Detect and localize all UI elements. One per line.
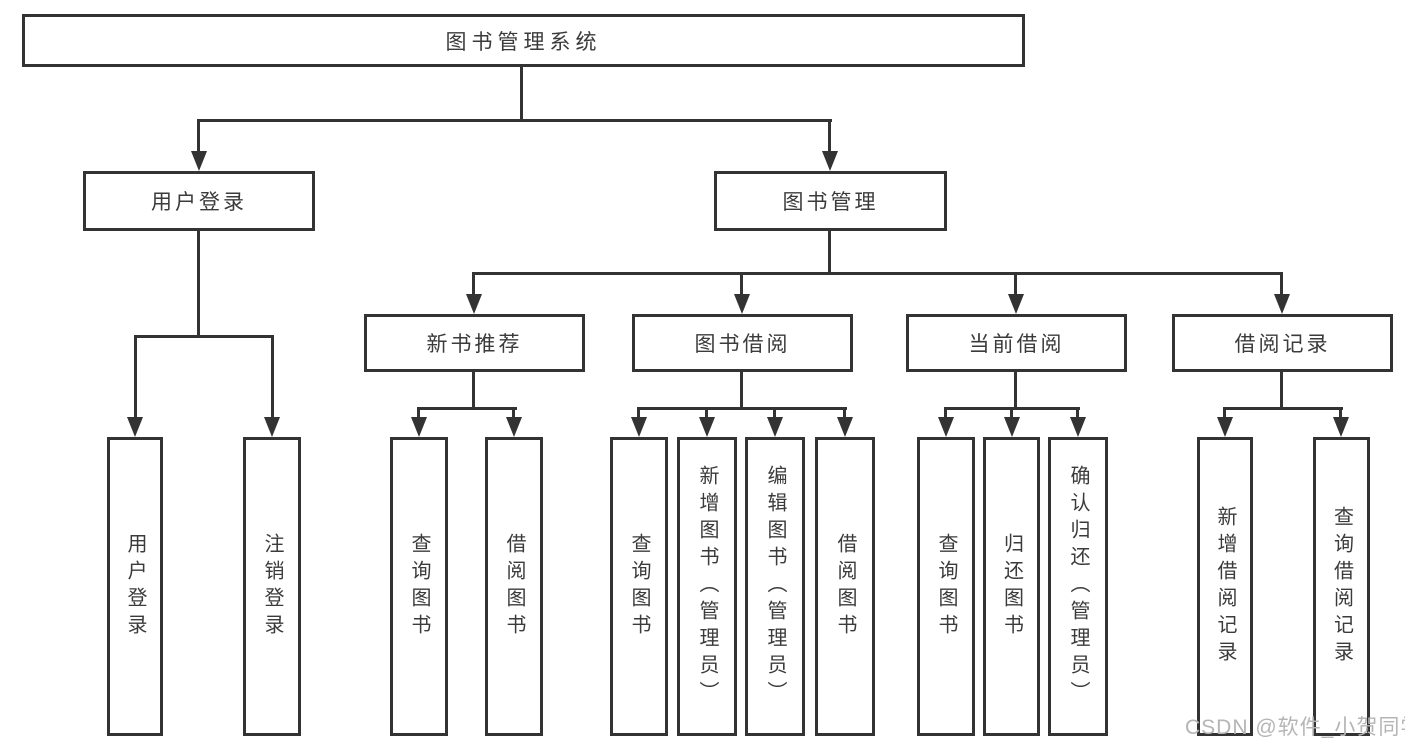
node-library-system-label: 图书管理系统: [445, 30, 602, 54]
arrow-down-icon: [466, 294, 482, 314]
leaf-borrow-books-recommend: 借阅图书: [485, 437, 543, 736]
connector-line: [1014, 372, 1017, 410]
node-library-system: 图书管理系统: [22, 14, 1025, 67]
node-user-login-label: 用户登录: [151, 191, 247, 214]
leaf-return-book-label: 归还图书: [1000, 532, 1023, 641]
connector-line: [472, 372, 475, 410]
leaf-add-borrow-record-label: 新增借阅记录: [1214, 505, 1236, 668]
leaf-user-login-label: 用户登录: [124, 532, 146, 641]
node-current-borrowing: 当前借阅: [906, 314, 1127, 372]
arrow-down-icon: [191, 151, 207, 171]
arrow-down-icon: [631, 417, 647, 437]
connector-line: [197, 231, 200, 338]
connector-line: [1280, 372, 1283, 410]
leaf-query-borrow-record-label: 查询借阅记录: [1330, 505, 1353, 668]
connector-line: [134, 335, 137, 419]
connector-line: [520, 67, 523, 122]
leaf-query-borrow-record: 查询借阅记录: [1313, 437, 1370, 736]
arrow-down-icon: [837, 417, 853, 437]
leaf-logout: 注销登录: [243, 437, 301, 736]
leaf-query-books-recommend-label: 查询图书: [408, 532, 430, 641]
arrow-down-icon: [734, 294, 750, 314]
connector-line: [1076, 407, 1079, 421]
connector-line: [828, 231, 831, 275]
node-book-management: 图书管理: [714, 171, 947, 231]
leaf-query-books-current-label: 查询图书: [935, 532, 957, 641]
leaf-query-books-current: 查询图书: [917, 437, 975, 736]
node-borrowing-records: 借阅记录: [1172, 314, 1393, 372]
leaf-confirm-return-admin: 确认归还（管理员）: [1048, 437, 1108, 736]
connector-line: [197, 119, 832, 122]
arrow-down-icon: [1070, 417, 1086, 437]
connector-line: [472, 272, 475, 298]
leaf-borrow-books-recommend-label: 借阅图书: [503, 532, 525, 641]
connector-line: [944, 407, 947, 421]
connector-line: [271, 335, 274, 419]
node-book-management-label: 图书管理: [782, 191, 879, 214]
connector-line: [512, 407, 515, 421]
node-user-login: 用户登录: [83, 171, 315, 231]
arrow-down-icon: [506, 417, 522, 437]
connector-line: [1014, 272, 1017, 298]
connector-line: [1339, 407, 1342, 421]
connector-line: [843, 407, 846, 421]
connector-line: [740, 272, 743, 298]
node-book-borrowing-label: 图书借阅: [694, 333, 791, 356]
connector-line: [740, 372, 743, 410]
connector-line: [705, 407, 708, 421]
connector-line: [1010, 407, 1013, 421]
connector-line: [197, 119, 200, 153]
connector-line: [134, 335, 274, 338]
connector-line: [417, 407, 420, 421]
node-borrowing-records-label: 借阅记录: [1234, 333, 1331, 356]
arrow-down-icon: [1217, 417, 1233, 437]
leaf-add-book-admin-label: 新增图书（管理员）: [696, 465, 718, 708]
leaf-query-books-borrowing: 查询图书: [610, 437, 668, 736]
connector-line: [472, 272, 1283, 275]
connector-line: [1223, 407, 1343, 410]
leaf-query-books-borrowing-label: 查询图书: [628, 532, 650, 641]
connector-line: [637, 407, 847, 410]
node-new-book-recommend: 新书推荐: [364, 314, 585, 372]
leaf-borrow-books: 借阅图书: [815, 437, 875, 736]
arrow-down-icon: [1274, 294, 1290, 314]
connector-line: [773, 407, 776, 421]
leaf-add-borrow-record: 新增借阅记录: [1197, 437, 1253, 736]
leaf-borrow-books-label: 借阅图书: [834, 532, 856, 641]
arrow-down-icon: [1008, 294, 1024, 314]
arrow-down-icon: [127, 417, 143, 437]
arrow-down-icon: [1333, 417, 1349, 437]
leaf-logout-label: 注销登录: [261, 532, 283, 641]
connector-line: [637, 407, 640, 421]
arrow-down-icon: [411, 417, 427, 437]
connector-line: [417, 407, 517, 410]
arrow-down-icon: [1004, 417, 1020, 437]
node-current-borrowing-label: 当前借阅: [968, 333, 1065, 356]
leaf-edit-book-admin: 编辑图书（管理员）: [745, 437, 805, 736]
arrow-down-icon: [699, 417, 715, 437]
node-book-borrowing: 图书借阅: [632, 314, 853, 372]
leaf-return-book: 归还图书: [983, 437, 1040, 736]
leaf-user-login: 用户登录: [107, 437, 163, 736]
leaf-confirm-return-admin-label: 确认归还（管理员）: [1067, 465, 1089, 708]
node-new-book-recommend-label: 新书推荐: [426, 333, 523, 356]
arrow-down-icon: [767, 417, 783, 437]
connector-line: [1280, 272, 1283, 298]
leaf-add-book-admin: 新增图书（管理员）: [677, 437, 737, 736]
connector-line: [1223, 407, 1226, 421]
arrow-down-icon: [938, 417, 954, 437]
csdn-watermark: CSDN @软件_小贺同学: [1185, 716, 1405, 739]
arrow-down-icon: [264, 417, 280, 437]
connector-line: [828, 119, 831, 153]
leaf-query-books-recommend: 查询图书: [390, 437, 448, 736]
leaf-edit-book-admin-label: 编辑图书（管理员）: [764, 465, 786, 708]
arrow-down-icon: [822, 151, 838, 171]
